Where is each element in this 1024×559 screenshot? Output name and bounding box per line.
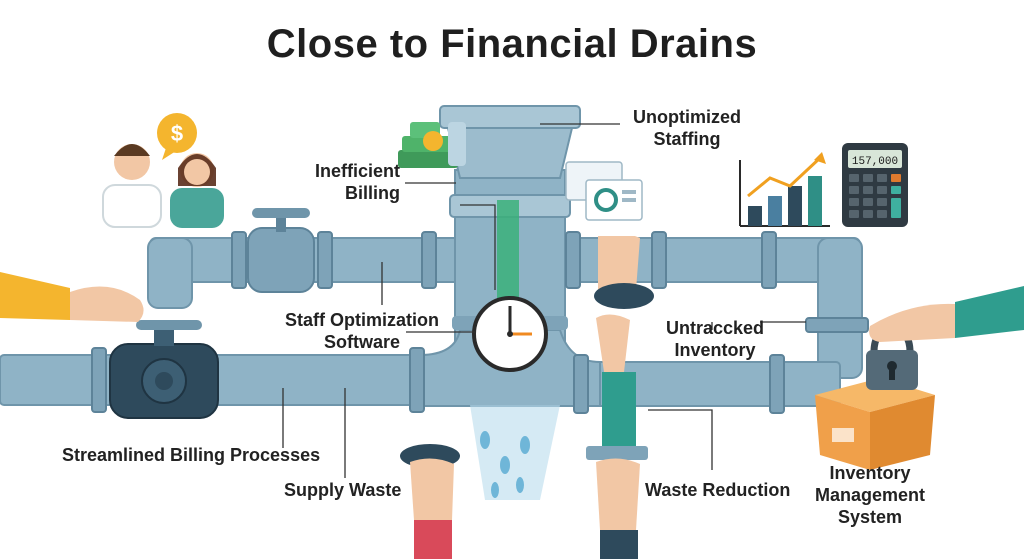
- hand-holding-cap-bottom: [400, 444, 460, 559]
- rising-bar-chart-icon: [739, 152, 830, 227]
- right-elbow-pipe: [817, 237, 863, 379]
- upper-valve: [247, 208, 315, 293]
- svg-text:$: $: [171, 121, 183, 146]
- label-unoptimized-staffing: Unoptimized Staffing: [622, 106, 752, 150]
- hand-holding-clamp-bottom: [586, 446, 648, 559]
- dollar-speech-bubble-icon: $: [157, 113, 197, 160]
- right-hand-icon: [869, 286, 1024, 342]
- clock-gauge-icon: [452, 296, 568, 372]
- label-line: System: [837, 507, 903, 527]
- left-hand-icon: [0, 272, 144, 322]
- calculator-display: 157,000: [852, 156, 898, 168]
- pipe-flanges: [91, 231, 869, 414]
- label-untracked-inventory: Untraccked Inventory: [655, 317, 775, 361]
- label-supply-waste: Supply Waste: [284, 480, 402, 500]
- label-line: Inventory: [829, 463, 911, 483]
- label-line: Unoptimized: [633, 107, 741, 127]
- green-flow: [497, 200, 519, 320]
- label-staff-optimization-software: Staff Optimization Software: [262, 309, 462, 353]
- lower-valve: [109, 320, 219, 419]
- doctor-and-nurse-icon: [102, 144, 224, 228]
- hand-reaching-up-center: [596, 314, 636, 452]
- label-waste-reduction: Waste Reduction: [645, 480, 791, 500]
- hand-holding-cap-top: [594, 226, 654, 309]
- open-box-icon: [815, 378, 935, 470]
- label-inventory-management-system: Inventory Management System: [800, 462, 940, 528]
- label-inefficient-billing: Inefficient Billing: [290, 160, 400, 204]
- cash-stack-icon: [398, 122, 466, 168]
- label-line: Inefficient: [314, 161, 400, 181]
- leak-drops: [470, 405, 560, 500]
- label-line: Staff Optimization: [285, 310, 439, 330]
- label-line: Inventory: [674, 340, 756, 360]
- label-line: Untraccked: [665, 318, 765, 338]
- leader-lines: [282, 123, 806, 478]
- label-streamlined-billing: Streamlined Billing Processes: [62, 445, 321, 465]
- analytics-report-icon: [565, 161, 643, 221]
- left-elbow-pipe: [147, 237, 193, 309]
- label-line: Software: [323, 332, 401, 352]
- label-line: Management: [814, 485, 926, 505]
- calculator-icon: 157,000: [842, 143, 908, 227]
- label-line: Billing: [345, 183, 400, 203]
- label-line: Staffing: [653, 129, 721, 149]
- page-title: Close to Financial Drains: [266, 22, 758, 66]
